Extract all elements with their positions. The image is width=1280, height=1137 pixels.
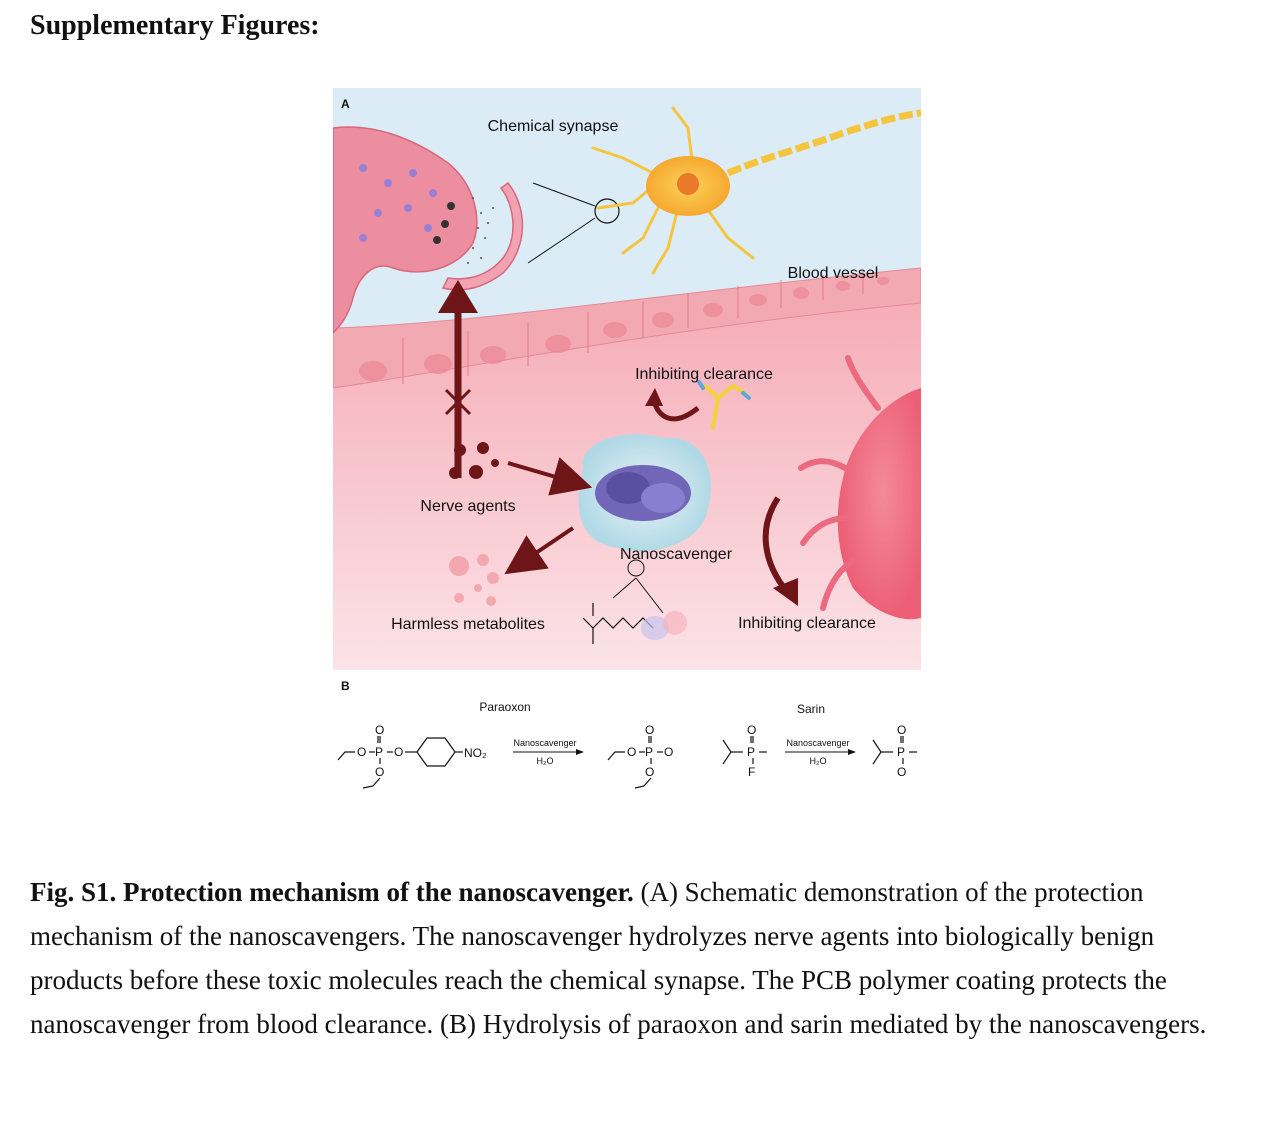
- svg-text:O: O: [897, 765, 906, 779]
- cation-highlight: [641, 616, 669, 640]
- zoom-line-bottom: [527, 217, 596, 264]
- neuron: [591, 106, 921, 275]
- svg-text:O: O: [375, 765, 384, 779]
- caption-body: (A) Schematic demonstration of the prote…: [30, 877, 1207, 1039]
- vesicles: [359, 164, 437, 242]
- metabolite-bubbles: [449, 554, 499, 606]
- label-inhibiting-clearance-bottom: Inhibiting clearance: [738, 615, 876, 632]
- svg-text:O: O: [897, 723, 906, 737]
- arrow-to-metabolites: [504, 526, 575, 575]
- svg-text:O: O: [645, 723, 654, 737]
- label-blood-vessel: Blood vessel: [788, 265, 879, 282]
- inhibit-curve-top-head: [645, 388, 663, 406]
- sarin-structure: [722, 736, 767, 765]
- svg-text:O: O: [747, 723, 756, 737]
- label-nerve-agents: Nerve agents: [420, 498, 515, 515]
- page-heading: Supplementary Figures:: [30, 10, 320, 41]
- label-chemical-synapse: Chemical synapse: [488, 118, 619, 135]
- zoom-line-molecule-left: [612, 577, 637, 599]
- svg-text:P: P: [645, 745, 653, 759]
- svg-text:O: O: [645, 765, 654, 779]
- cell-borders: [402, 271, 864, 384]
- label-nanoscavenger: Nanoscavenger: [620, 546, 733, 563]
- svg-text:P: P: [747, 745, 755, 759]
- anion-highlight: [663, 611, 687, 635]
- sarin-arrow-top-label: Nanoscavenger: [786, 738, 849, 748]
- endothelial-cells: [359, 277, 889, 381]
- sarin-product: [872, 736, 917, 765]
- antibody-icon: [697, 380, 751, 430]
- skull-icons: [449, 442, 499, 479]
- sarin-product-atoms: PO O: [897, 723, 906, 779]
- panel-b-letter: B: [341, 679, 350, 693]
- figure-caption: Fig. S1. Protection mechanism of the nan…: [30, 870, 1230, 1046]
- label-paraoxon: Paraoxon: [479, 700, 530, 714]
- zoom-circle: [594, 198, 620, 224]
- zoom-line-top: [532, 182, 596, 207]
- svg-text:O: O: [375, 723, 384, 737]
- svg-text:O: O: [394, 745, 403, 759]
- svg-text:P: P: [897, 745, 905, 759]
- paraoxon-product: [607, 736, 663, 789]
- postsynaptic-membrane: [441, 181, 524, 291]
- zwitterion-molecule: [582, 603, 654, 644]
- inhibit-curve-bottom: [762, 496, 791, 595]
- molecule-zoom-circle: [627, 559, 645, 577]
- svg-text:O: O: [357, 745, 366, 759]
- nanoscavenger-particle: [578, 434, 711, 552]
- inhibit-curve-bottom-head: [773, 578, 798, 606]
- svg-text:O: O: [627, 745, 636, 759]
- macrophage: [798, 355, 921, 620]
- block-x: [444, 388, 472, 416]
- sarin-atoms: PO F: [747, 723, 756, 779]
- svg-text:O: O: [664, 745, 673, 759]
- paraoxon-structure: [337, 736, 463, 789]
- blocked-arrowhead: [438, 280, 478, 313]
- label-harmless-metabolites: Harmless metabolites: [391, 616, 545, 633]
- paraoxon-nitro: NO₂: [464, 746, 487, 760]
- paraoxon-arrow-top-label: Nanoscavenger: [513, 738, 576, 748]
- arrow-to-nanoscavenger: [507, 457, 593, 496]
- panel-a: A Chemical synapse Blood vessel Inhibiti…: [333, 88, 921, 670]
- svg-text:F: F: [748, 765, 755, 779]
- zoom-line-molecule-right: [635, 577, 664, 614]
- docking-vesicles: [433, 202, 455, 244]
- svg-text:P: P: [375, 745, 383, 759]
- presynaptic-terminal: [333, 126, 478, 335]
- label-sarin: Sarin: [797, 702, 825, 716]
- caption-title: Fig. S1. Protection mechanism of the nan…: [30, 877, 634, 907]
- panel-a-letter: A: [341, 97, 350, 111]
- sarin-arrow-bottom-label: H₂O: [810, 756, 827, 766]
- neurotransmitter-dots: [467, 197, 494, 264]
- vessel-wall: [333, 267, 921, 389]
- label-inhibiting-clearance-top: Inhibiting clearance: [635, 366, 773, 383]
- paraoxon-arrow-bottom-label: H₂O: [537, 756, 554, 766]
- figure-s1: A Chemical synapse Blood vessel Inhibiti…: [333, 88, 921, 816]
